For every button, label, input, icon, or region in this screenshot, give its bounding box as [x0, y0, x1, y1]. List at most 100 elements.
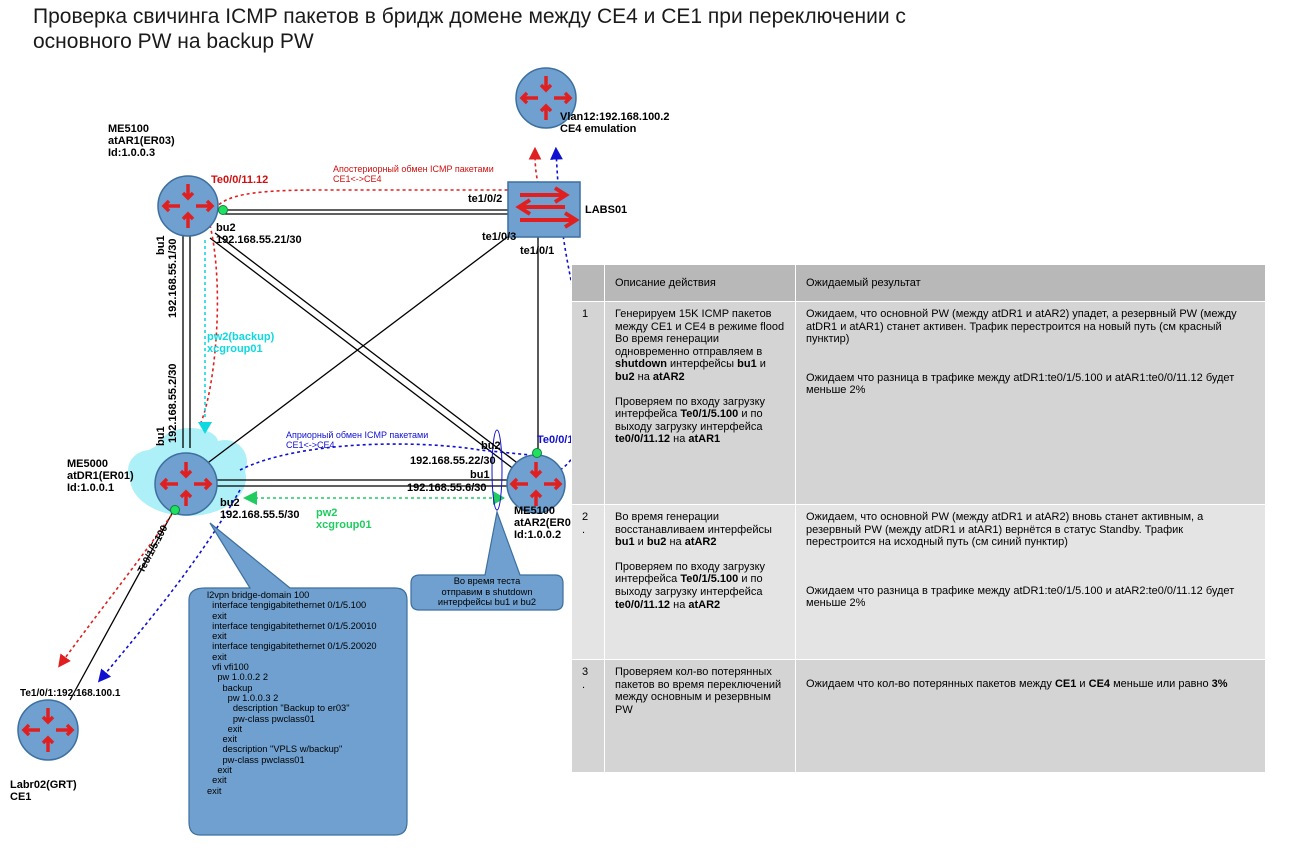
note-line1: Во время теста	[453, 576, 521, 586]
atar1-name: atAR1(ER03)	[108, 135, 175, 147]
posterior-line1: Апостериорный обмен ICMP пакетами	[333, 164, 494, 174]
config-line: pw-class pwclass01	[207, 754, 305, 765]
atdr1-id: Id:1.0.0.1	[67, 482, 115, 494]
port-dot-atdr1	[170, 505, 180, 515]
router-icon-atar1	[157, 175, 219, 237]
table-header-row: Описание действия Ожидаемый результат	[571, 264, 1266, 302]
bundle-marker	[491, 429, 503, 511]
bu2-atar1-ip: 192.168.55.21/30	[216, 234, 302, 246]
ce1-label: Labr02(GRT) CE1	[10, 779, 77, 803]
bu2-atar2-name: bu2	[481, 440, 501, 452]
test-steps-table: Описание действия Ожидаемый результат 1 …	[571, 264, 1266, 773]
header-action: Описание действия	[604, 264, 796, 302]
pw-backup-label: pw2(backup) xcgroup01	[207, 331, 274, 355]
atar2-label: ME5100 atAR2(ER02) Id:1.0.0.2	[514, 505, 581, 541]
result-cell: Ожидаем, что основной PW (между atDR1 и …	[795, 301, 1266, 505]
bu1-atdr1-name: bu1	[155, 426, 167, 446]
port-dot-atar1	[218, 205, 228, 215]
bu1-atar1-ip: 192.168.55.1/30	[167, 238, 179, 318]
ce1-iface: Te1/0/1:192.168.100.1	[20, 688, 121, 699]
action-cell: Генерируем 15K ICMP пакетов между CE1 и …	[604, 301, 796, 505]
note-text: Во время теста отправим в shutdown интер…	[411, 576, 563, 610]
atar1-label: ME5100 atAR1(ER03) Id:1.0.0.3	[108, 123, 175, 159]
labs-port-te101: te1/0/1	[520, 245, 555, 257]
ce4-label: Vlan12:192.168.100.2 CE4 emulation	[560, 111, 669, 135]
config-callout	[188, 522, 408, 836]
bu2-atdr1-name: bu2	[220, 497, 240, 509]
atar2-model: ME5100	[514, 505, 555, 517]
config-line: exit	[207, 723, 243, 734]
note-callout	[410, 509, 564, 611]
ce1-name: Labr02(GRT)	[10, 779, 77, 791]
posterior-line2: CE1<->CE4	[333, 174, 382, 184]
result-text: Ожидаем, что основной PW (между atDR1 и …	[806, 308, 1237, 346]
config-line: exit	[207, 775, 227, 786]
config-line: interface tengigabitethernet 0/1/5.100	[207, 600, 367, 611]
row-number: 2 .	[571, 504, 605, 660]
note-line2: отправим в shutdown	[441, 586, 533, 597]
config-line: interface tengigabitethernet 0/1/5.20010	[207, 620, 377, 631]
bu1-atar1-name: bu1	[155, 235, 167, 255]
ce1-role: CE1	[10, 791, 32, 803]
action-text: Проверяем по входу загрузку интерфейса T…	[615, 395, 766, 446]
switch-icon-labs01	[507, 181, 581, 238]
config-line: backup	[207, 682, 253, 693]
pw-primary-label: pw2 xcgroup01	[316, 507, 372, 531]
ce4-vlan: Vlan12:192.168.100.2	[560, 111, 670, 123]
row-number: 3 .	[571, 659, 605, 773]
result-cell: Ожидаем что кол-во потерянных пакетов ме…	[795, 659, 1266, 773]
bu2-atar2-ip: 192.168.55.22/30	[410, 455, 496, 467]
atar1-id: Id:1.0.0.3	[108, 147, 156, 159]
links	[69, 209, 539, 701]
header-result: Ожидаемый результат	[795, 264, 1266, 302]
result-text: Ожидаем что разница в трафике между atDR…	[806, 371, 1235, 397]
config-line: exit	[207, 651, 227, 662]
table-row: 1 Генерируем 15K ICMP пакетов между CE1 …	[571, 301, 1266, 505]
bu2-atdr1-ip: 192.168.55.5/30	[220, 509, 300, 521]
config-line: pw 1.0.0.2 2	[207, 672, 268, 683]
config-line: l2vpn bridge-domain 100	[207, 590, 310, 600]
pw-backup-line2: xcgroup01	[207, 343, 263, 355]
pw-backup-line1: pw2(backup)	[207, 331, 275, 343]
result-cell: Ожидаем, что основной PW (между atDR1 и …	[795, 504, 1266, 660]
bu1-atar2-ip: 192.168.55.6/30	[407, 482, 487, 494]
config-line: description "Backup to er03"	[207, 703, 350, 714]
page-title: Проверка свичинга ICMP пакетов в бридж д…	[33, 5, 906, 53]
router-icon-ce1	[17, 699, 79, 761]
config-line: exit	[207, 610, 227, 621]
config-line: exit	[207, 765, 232, 776]
config-line: pw-class pwclass01	[207, 713, 315, 724]
action-text: Генерируем 15K ICMP пакетов между CE1 и …	[615, 308, 785, 333]
action-text: Во время генерации восстанавливаем интер…	[615, 511, 772, 549]
result-text: Ожидаем, что основной PW (между atDR1 и …	[806, 511, 1204, 549]
action-text: Проверяем по входу загрузку интерфейса T…	[615, 560, 766, 611]
port-dot-atar2	[532, 448, 542, 458]
bu1-atar2-name: bu1	[470, 469, 490, 481]
posterior-exchange-label: Апостериорный обмен ICMP пакетами CE1<->…	[333, 164, 494, 184]
bu2-atar1-label: bu2 192.168.55.21/30	[216, 222, 302, 246]
config-line: description "VPLS w/backup"	[207, 744, 343, 755]
atar2-name: atAR2(ER02)	[514, 517, 581, 529]
config-line: exit	[207, 785, 222, 796]
atdr1-model: ME5000	[67, 458, 108, 470]
action-cell: Во время генерации восстанавливаем интер…	[604, 504, 796, 660]
green-dashed-path	[243, 491, 505, 505]
config-line: interface tengigabitethernet 0/1/5.20020	[207, 641, 377, 652]
atar1-model: ME5100	[108, 123, 149, 135]
config-line: pw 1.0.0.3 2	[207, 692, 279, 703]
result-text: Ожидаем что кол-во потерянных пакетов ме…	[806, 678, 1228, 690]
labs-port-te102: te1/0/2	[468, 193, 503, 205]
router-icon-ce4	[515, 67, 577, 129]
labs-port-te103: te1/0/3	[482, 231, 517, 243]
cyan-dashed-path	[198, 240, 212, 434]
action-text: Во время генерации одновременно отправля…	[615, 333, 766, 383]
config-line: exit	[207, 631, 227, 642]
router-icon-atdr1	[154, 452, 218, 516]
ce4-name: CE4 emulation	[560, 123, 637, 135]
atdr1-name: atDR1(ER01)	[67, 470, 134, 482]
pw-primary-line1: pw2	[316, 507, 338, 519]
prior-line1: Априорный обмен ICMP пакетами	[286, 430, 429, 440]
atdr1-label: ME5000 atDR1(ER01) Id:1.0.0.1	[67, 458, 134, 494]
result-text: Ожидаем что разница в трафике между atDR…	[806, 584, 1235, 610]
